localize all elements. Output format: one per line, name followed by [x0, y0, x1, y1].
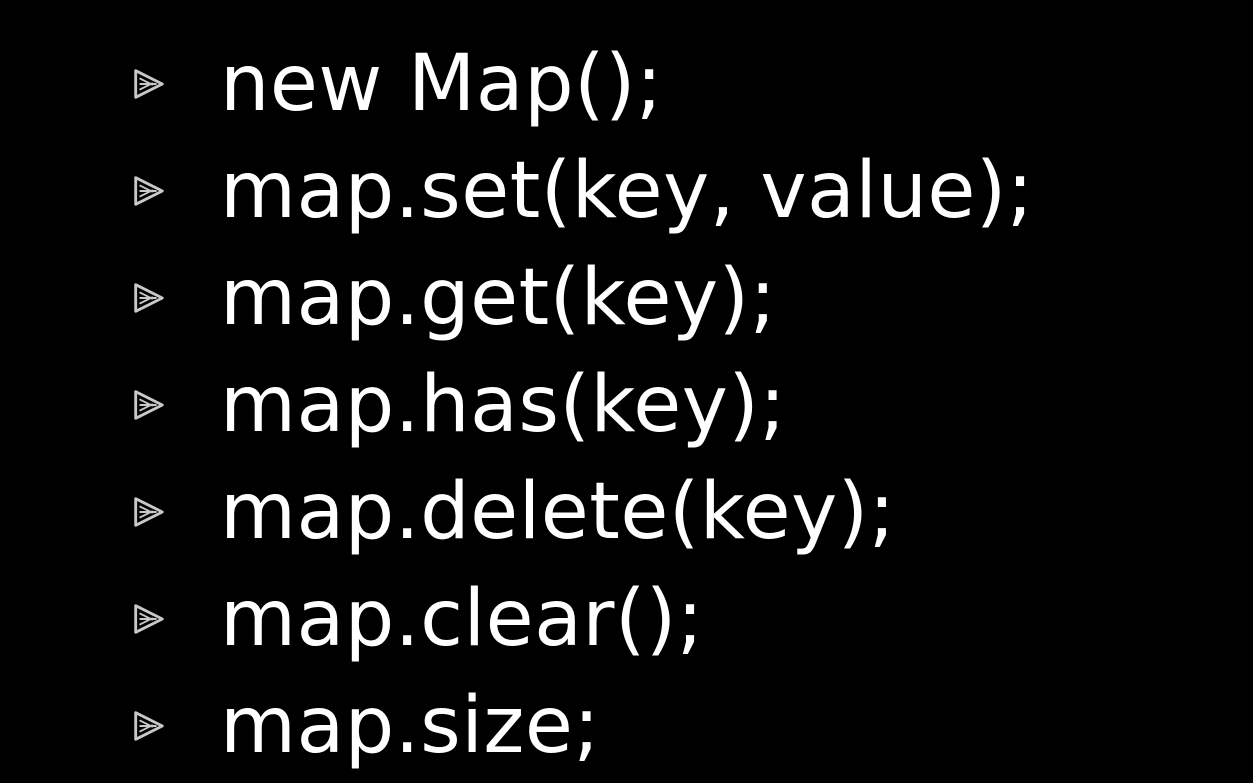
triangle-play-icon	[130, 707, 220, 745]
list-item: map.delete(key);	[130, 458, 1034, 565]
triangle-play-icon	[130, 600, 220, 638]
list-item: map.clear();	[130, 565, 1034, 672]
triangle-play-icon	[130, 65, 220, 103]
list-item: map.size;	[130, 672, 1034, 779]
code-line: map.get(key);	[220, 252, 777, 343]
triangle-play-icon	[130, 493, 220, 531]
code-line: map.has(key);	[220, 359, 787, 450]
list-item: map.has(key);	[130, 351, 1034, 458]
code-line: map.set(key, value);	[220, 145, 1034, 236]
code-line: map.delete(key);	[220, 466, 896, 557]
map-methods-list: new Map(); map.set(key, value);	[130, 30, 1034, 779]
code-line: new Map();	[220, 38, 663, 129]
code-line: map.clear();	[220, 573, 704, 664]
list-item: map.set(key, value);	[130, 137, 1034, 244]
list-item: new Map();	[130, 30, 1034, 137]
triangle-play-icon	[130, 279, 220, 317]
list-item: map.get(key);	[130, 244, 1034, 351]
code-line: map.size;	[220, 680, 601, 771]
triangle-play-icon	[130, 386, 220, 424]
triangle-play-icon	[130, 172, 220, 210]
